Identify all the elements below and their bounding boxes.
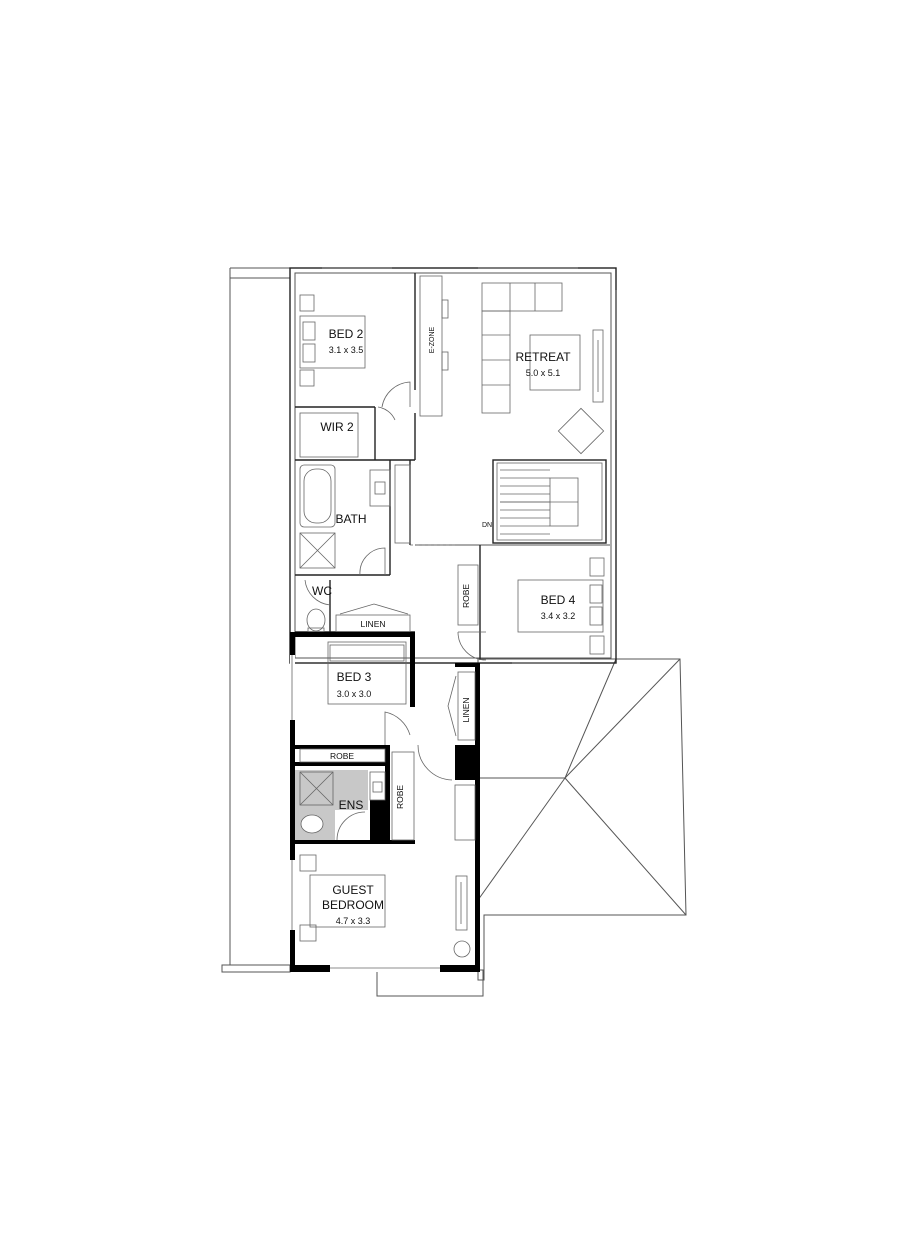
bed3-name: BED 3 — [337, 670, 372, 684]
roof-outline — [477, 658, 687, 981]
bed4-name: BED 4 — [541, 593, 576, 607]
robe-bed4-name: ROBE — [461, 584, 471, 608]
bath-name: BATH — [335, 512, 366, 526]
wir2-name: WIR 2 — [320, 420, 354, 434]
bed3-size: 3.0 x 3.0 — [337, 689, 372, 699]
stairs-label: DN — [482, 522, 492, 529]
linen-hall-name: LINEN — [461, 697, 471, 722]
guest-name-line1: GUEST — [332, 883, 374, 897]
linen-upper-name: LINEN — [360, 619, 385, 629]
stair-treads — [500, 469, 579, 535]
bed4-size: 3.4 x 3.2 — [541, 611, 576, 621]
robe-guest-name: ROBE — [395, 785, 405, 809]
guest-name-line2: BEDROOM — [322, 898, 384, 912]
ens-name: ENS — [339, 798, 364, 812]
guest-wing-walls — [290, 632, 480, 972]
upper-floor-walls — [289, 267, 617, 664]
left-outline — [221, 267, 291, 973]
robe-bed3-name: ROBE — [330, 751, 354, 761]
guest-size: 4.7 x 3.3 — [336, 916, 371, 926]
bed2-name: BED 2 — [329, 327, 364, 341]
bed2-size: 3.1 x 3.5 — [329, 345, 364, 355]
porch-outline — [376, 969, 484, 997]
retreat-name: RETREAT — [515, 350, 571, 364]
retreat-size: 5.0 x 5.1 — [526, 368, 561, 378]
room-labels: BED 2 3.1 x 3.5 WIR 2 E-ZONE RETREAT 5.0… — [312, 326, 576, 926]
wc-name: WC — [312, 584, 332, 598]
ezone-name: E-ZONE — [429, 326, 436, 353]
